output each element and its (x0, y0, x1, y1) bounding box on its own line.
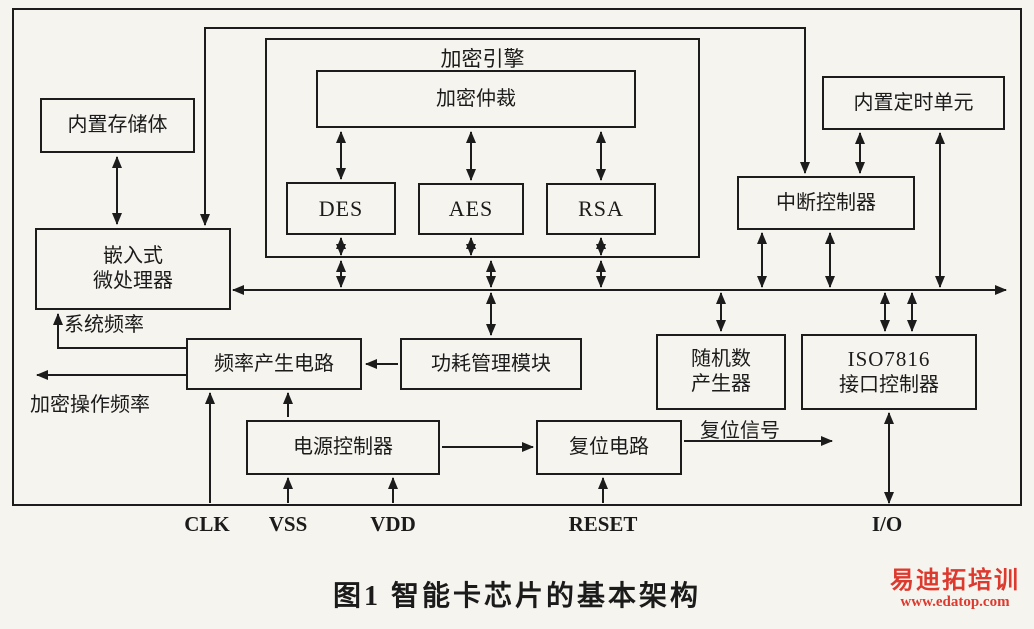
watermark-url: www.edatop.com (900, 594, 1010, 611)
block-power-management: 功耗管理模块 (400, 338, 582, 390)
block-des: DES (286, 182, 396, 235)
cpu-memory-bus-lines (112, 27, 1007, 295)
block-builtin-timer: 内置定时单元 (822, 76, 1005, 130)
block-rng-label-line1: 随机数 (691, 348, 751, 370)
block-frequency-generator-label: 频率产生电路 (214, 352, 334, 375)
block-builtin-memory: 内置存储体 (40, 98, 195, 153)
block-crypto-arbiter: 加密仲裁 (316, 70, 636, 128)
label-crypto-operation-frequency: 加密操作频率 (30, 394, 150, 416)
label-system-frequency: 系统频率 (64, 314, 144, 336)
watermark: 易迪拓培训 www.edatop.com (890, 568, 1020, 611)
crypto-engine-lines (336, 131, 606, 288)
block-builtin-timer-label: 内置定时单元 (853, 91, 974, 114)
block-power-controller: 电源控制器 (246, 420, 440, 475)
block-interrupt-controller: 中断控制器 (737, 176, 915, 230)
label-reset-signal: 复位信号 (700, 420, 780, 442)
figure-caption: 图1 智能卡芯片的基本架构 (332, 581, 701, 612)
pin-label-vss: VSS (268, 512, 308, 536)
block-crypto-arbiter-label: 加密仲裁 (436, 87, 516, 110)
block-iso7816-interface: ISO7816 接口控制器 (801, 334, 977, 410)
pin-label-io: I/O (871, 512, 903, 536)
block-aes-label: AES (448, 196, 494, 222)
block-interrupt-controller-label: 中断控制器 (776, 191, 876, 214)
block-rsa: RSA (546, 183, 656, 235)
block-embedded-mcu: 嵌入式 微处理器 (35, 228, 231, 310)
pin-label-vdd: VDD (370, 512, 416, 536)
block-iso7816-label-line1: ISO7816 (847, 347, 931, 372)
block-aes: AES (418, 183, 524, 235)
watermark-title: 易迪拓培训 (890, 568, 1020, 594)
pin-label-clk: CLK (184, 512, 230, 536)
pin-lines (205, 392, 833, 503)
block-reset-circuit: 复位电路 (536, 420, 682, 475)
frequency-power-lines (36, 292, 496, 380)
block-embedded-mcu-label-line2: 微处理器 (93, 270, 173, 292)
pin-label-reset: RESET (568, 512, 638, 536)
block-reset-circuit-label: 复位电路 (569, 436, 649, 458)
block-rsa-label: RSA (578, 196, 624, 222)
diagram-outer-border (12, 8, 1022, 506)
block-crypto-engine-label: 加密引擎 (440, 47, 525, 71)
block-frequency-generator: 频率产生电路 (186, 338, 362, 390)
block-builtin-memory-label: 内置存储体 (67, 114, 168, 136)
block-embedded-mcu-label-line1: 嵌入式 (103, 245, 163, 267)
block-power-management-label: 功耗管理模块 (431, 352, 551, 375)
block-rng-label-line2: 产生器 (691, 373, 751, 395)
right-side-lines (716, 132, 945, 504)
block-random-number-generator: 随机数 产生器 (656, 334, 786, 410)
block-power-controller-label: 电源控制器 (293, 436, 393, 458)
block-des-label: DES (318, 195, 364, 221)
block-iso7816-label-line2: 接口控制器 (839, 373, 939, 396)
block-crypto-engine: 加密引擎 (265, 38, 700, 258)
